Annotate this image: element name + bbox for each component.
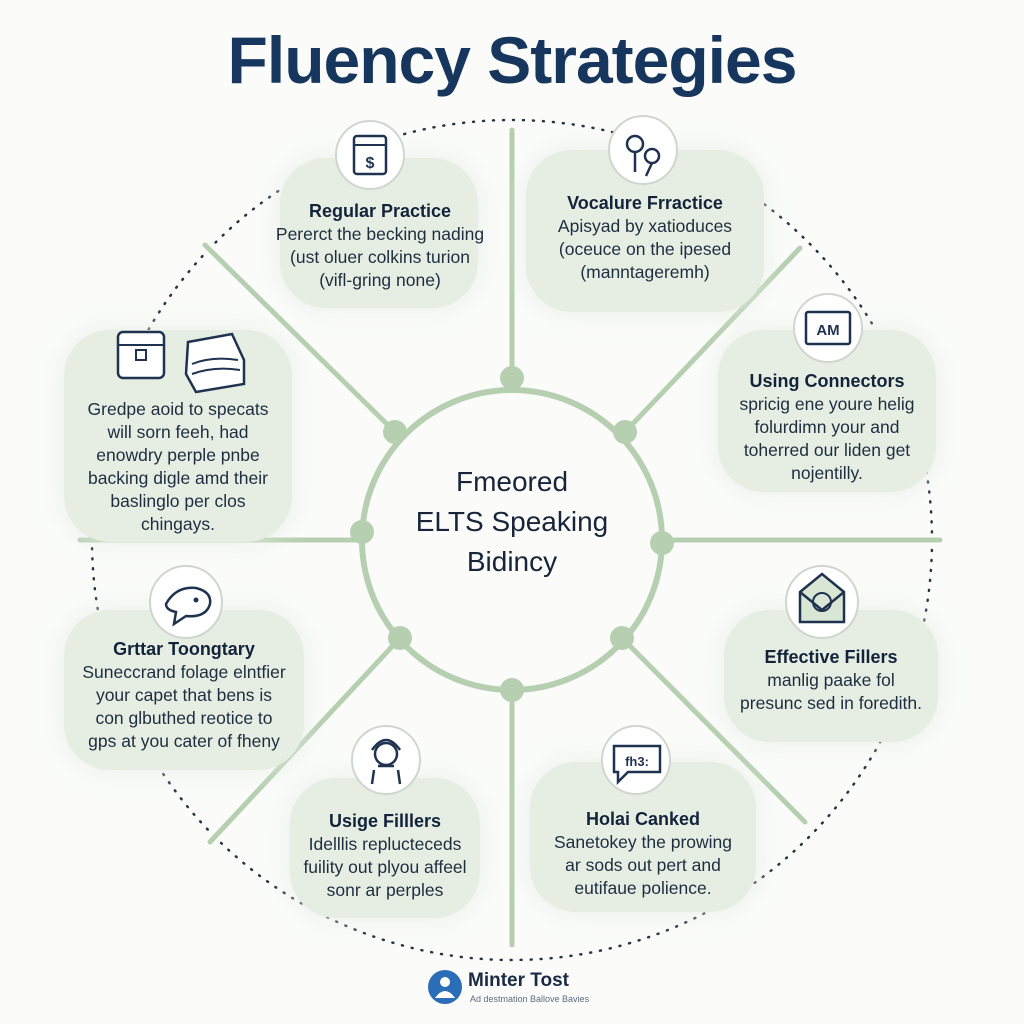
- card-line: Pererct the becking nading: [275, 224, 485, 244]
- card-line: backing digle amd their: [88, 468, 268, 488]
- chat-glyph: fh3:: [625, 754, 649, 769]
- card-line: your capet that bens is: [95, 685, 273, 705]
- center-line-1: Fmeored: [455, 466, 569, 497]
- card-line: toherred our liden get: [743, 440, 911, 460]
- spoke-ne: [622, 245, 803, 435]
- card-holai-canked: Holai Canked Sanetokey the prowing ar so…: [532, 808, 754, 900]
- speech-bubble-icon: [149, 565, 223, 639]
- card-left-top: Gredpe aoid to specats will sorn feeh, h…: [70, 398, 286, 536]
- card-title: Effective Fillers: [764, 647, 898, 667]
- card-line: Suneccrand folage elntfier: [82, 662, 286, 682]
- center-label: Fmeored ELTS Speaking Bidincy: [380, 462, 644, 582]
- spoke-sw: [207, 635, 403, 845]
- tablet-and-book-icon: [116, 330, 246, 394]
- card-title: Using Connectors: [749, 371, 905, 391]
- card-line: fuility out plyou affeel: [303, 857, 467, 877]
- card-line: will sorn feeh, had: [107, 422, 249, 442]
- envelope-icon: [785, 565, 859, 639]
- card-regular-practice: Regular Practice Pererct the becking nad…: [262, 200, 498, 292]
- card-line: Apisyad by xatioduces: [557, 216, 733, 236]
- node-ne: [613, 420, 637, 444]
- card-line: (oceuce on the ipesed: [558, 239, 732, 259]
- card-line: (vifl-gring none): [319, 270, 441, 290]
- node-sw: [388, 626, 412, 650]
- chat-bubble-icon: fh3:: [601, 725, 671, 795]
- card-line: baslinglo per clos: [110, 491, 246, 511]
- card-title: Holai Canked: [585, 809, 701, 829]
- node-s: [500, 678, 524, 702]
- card-title: Regular Practice: [308, 201, 452, 221]
- card-line: con glbuthed reotice to: [95, 708, 273, 728]
- card-line: gps at you cater of fheny: [88, 731, 280, 751]
- card-line: chingays.: [141, 514, 215, 534]
- card-grttar-toongtary: Grttar Toongtary Suneccrand folage elntf…: [66, 638, 302, 753]
- card-line: presunc sed in foredith.: [740, 693, 922, 713]
- center-line-3: Bidincy: [466, 546, 558, 577]
- spoke-se: [619, 635, 808, 825]
- card-line: Idelllis replucteceds: [308, 834, 462, 854]
- card-line: (ust oluer colkins turion: [290, 247, 470, 267]
- node-n: [500, 366, 524, 390]
- calculator-icon: $: [335, 120, 405, 190]
- card-line: manlig paake fol: [767, 670, 895, 690]
- chart-board-icon: AM: [793, 293, 863, 363]
- node-w: [350, 520, 374, 544]
- connector-nodes: [350, 366, 674, 702]
- person-headphones-icon: [351, 725, 421, 795]
- node-e: [650, 531, 674, 555]
- brand-logo-icon: [428, 970, 462, 1004]
- brand-name: Minter Tost: [468, 970, 569, 991]
- card-line: (manntageremh): [580, 262, 710, 282]
- card-title: Usige Filllers: [328, 811, 442, 831]
- card-line: sonr ar perples: [326, 880, 444, 900]
- node-se: [610, 626, 634, 650]
- card-line: Sanetokey the prowing: [553, 832, 733, 852]
- card-effective-fillers: Effective Fillers manlig paake fol presu…: [726, 646, 936, 715]
- card-title: Vocalure Frractice: [567, 193, 723, 213]
- card-usige-fillers: Usige Filllers Idelllis replucteceds fui…: [290, 810, 480, 902]
- card-line: folurdimn your and: [754, 417, 900, 437]
- card-line: nojentilly.: [791, 463, 863, 483]
- calculator-glyph: $: [366, 155, 375, 172]
- card-left-top-bg: [64, 330, 292, 542]
- search-magnifier-icon: [608, 115, 678, 185]
- card-line: Gredpe aoid to specats: [87, 399, 269, 419]
- card-line: eutifaue polience.: [574, 878, 712, 898]
- card-vocabulary-practice: Vocalure Frractice Apisyad by xatioduces…: [530, 192, 760, 284]
- card-title: Grttar Toongtary: [113, 639, 255, 659]
- node-nw: [383, 420, 407, 444]
- card-line: spricig ene youre helig: [739, 394, 915, 414]
- card-line: ar sods out pert and: [565, 855, 721, 875]
- page-title: Fluency Strategies: [227, 23, 798, 97]
- brand-tagline: Ad destmation Ballove Bavies: [470, 994, 590, 1004]
- icon-badges: $ AM: [116, 115, 863, 795]
- chart-glyph: AM: [816, 322, 839, 339]
- center-line-2: ELTS Speaking: [415, 506, 609, 537]
- card-using-connectors: Using Connectors spricig ene youre helig…: [722, 370, 932, 485]
- card-line: enowdry perple pnbe: [96, 445, 260, 465]
- spoke-nw: [202, 242, 398, 435]
- card-usage-bg: [290, 778, 480, 918]
